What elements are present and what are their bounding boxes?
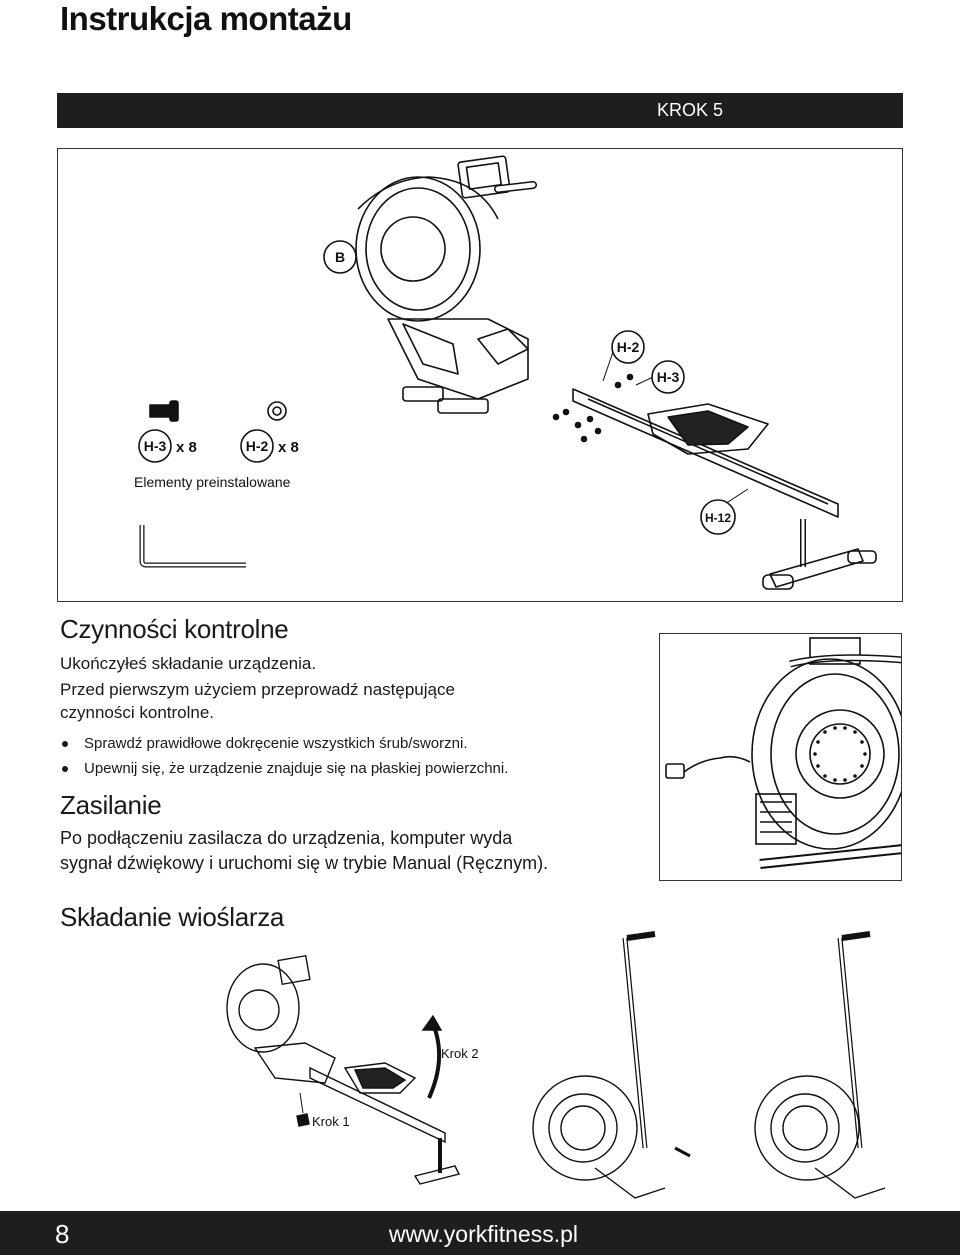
part-h2-qty: x 8: [278, 439, 299, 456]
power-illustration-box: [659, 633, 902, 881]
list-item: Sprawdź prawidłowe dokręcenie wszystkich…: [60, 731, 508, 756]
assembly-figure: B H-2 H-3 H-12 H-3 H-2 x 8 x 8 Elementy …: [57, 148, 903, 602]
checks-intro-line3: czynności kontrolne.: [60, 703, 215, 722]
flywheel-housing: [355, 176, 481, 322]
power-line1: Po podłączeniu zasilacza do urządzenia, …: [60, 828, 513, 848]
step-label: KROK 5: [656, 100, 724, 120]
adapter-plug: [665, 763, 685, 779]
checks-intro-line1: Ukończyłeś składanie urządzenia.: [60, 654, 317, 673]
rower-assembly-illustration: B H-2 H-3 H-12 H-3 H-2 x 8 x 8 Elementy …: [134, 155, 877, 590]
step-bar: KROK 5: [57, 93, 903, 128]
list-item: Upewnij się, że urządzenie znajduje się …: [60, 756, 508, 781]
rail: [572, 388, 839, 518]
folding-illustration: Krok 2 Krok 1: [215, 918, 935, 1208]
fold-step-2-label: Krok 2: [441, 1046, 479, 1061]
part-h3-code: H-3: [144, 438, 167, 454]
callout-b-circle: [323, 240, 357, 274]
page-number: 8: [55, 1219, 70, 1249]
callout-b: B: [335, 249, 345, 265]
monitor: [457, 155, 511, 199]
part-h3-qty: x 8: [176, 439, 197, 456]
folding-steps-svg: Krok 2 Krok 1: [226, 931, 886, 1199]
callout-h12: H-12: [705, 511, 731, 525]
part-h2-code: H-2: [246, 438, 269, 454]
callout-h3: H-3: [657, 369, 680, 385]
checks-intro-line2: Przed pierwszym użyciem przeprowadź nast…: [60, 680, 455, 699]
power-title: Zasilanie: [60, 790, 162, 820]
checks-title: Czynności kontrolne: [60, 614, 289, 644]
power-line2: sygnał dźwiękowy i uruchomi się w trybie…: [60, 853, 549, 873]
power-adapter-illustration: [665, 637, 901, 869]
website-link[interactable]: www.yorkfitness.pl: [388, 1221, 578, 1247]
seat: [647, 403, 769, 455]
flywheel-window: [380, 216, 446, 282]
footer: 8 www.yorkfitness.pl: [0, 1211, 960, 1255]
folding-title: Składanie wioślarza: [60, 902, 285, 932]
preinstalled-label: Elementy preinstalowane: [134, 474, 291, 490]
fold-step-1-label: Krok 1: [312, 1114, 350, 1129]
checks-list: Sprawdź prawidłowe dokręcenie wszystkich…: [60, 731, 508, 781]
page-title: Instrukcja montażu: [60, 0, 352, 37]
callout-h2: H-2: [617, 339, 640, 355]
